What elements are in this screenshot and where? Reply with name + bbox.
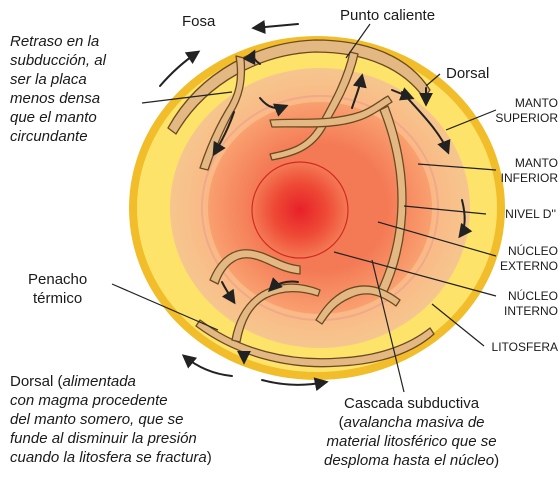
label-penacho: Penacho térmico bbox=[28, 270, 87, 308]
dorsal-bottom-l1a: Dorsal ( bbox=[10, 373, 63, 390]
manto-superior-line-1: MANTO bbox=[495, 96, 558, 111]
label-punto-caliente: Punto caliente bbox=[340, 6, 435, 25]
arrow-fosa bbox=[254, 24, 298, 28]
manto-inferior-line-2: INFERIOR bbox=[501, 171, 558, 186]
label-dorsal-bottom: Dorsal (alimentada con magma procedente … bbox=[10, 372, 212, 467]
label-fosa: Fosa bbox=[182, 12, 215, 31]
arrow-bottom-right bbox=[262, 380, 326, 385]
label-nucleo-externo: NÚCLEO EXTERNO bbox=[500, 244, 558, 274]
nucleo-externo-line-1: NÚCLEO bbox=[500, 244, 558, 259]
inner-core-layer bbox=[252, 162, 348, 258]
retraso-line-1: Retraso en la bbox=[10, 32, 150, 51]
dorsal-bottom-l5b: ) bbox=[207, 449, 212, 466]
manto-inferior-line-1: MANTO bbox=[501, 156, 558, 171]
label-dorsal-top: Dorsal bbox=[446, 64, 489, 83]
dorsal-bottom-l5a: cuando la litosfera se fractura bbox=[10, 449, 207, 466]
penacho-line-1: Penacho bbox=[28, 270, 87, 289]
retraso-line-2: subducción, al bbox=[10, 51, 150, 70]
retraso-line-4: menos densa bbox=[10, 89, 150, 108]
label-nucleo-interno: NÚCLEO INTERNO bbox=[504, 289, 558, 319]
label-manto-superior: MANTO SUPERIOR bbox=[495, 96, 558, 126]
manto-superior-line-2: SUPERIOR bbox=[495, 111, 558, 126]
retraso-line-6: circundante bbox=[10, 127, 150, 146]
dorsal-bottom-l3: del manto somero, que se bbox=[10, 410, 212, 429]
cascada-l3: material litosférico que se bbox=[324, 432, 499, 451]
label-retraso: Retraso en la subducción, al ser la plac… bbox=[10, 32, 150, 146]
dorsal-bottom-l2: con magma procedente bbox=[10, 391, 212, 410]
nucleo-interno-line-1: NÚCLEO bbox=[504, 289, 558, 304]
cascada-l4a: desploma hasta el núcleo bbox=[324, 452, 494, 469]
label-manto-inferior: MANTO INFERIOR bbox=[501, 156, 558, 186]
label-nivel-d: NIVEL D'' bbox=[505, 207, 556, 222]
penacho-line-2: térmico bbox=[28, 289, 87, 308]
cascada-l2b: avalancha masiva de bbox=[344, 414, 485, 431]
dorsal-bottom-l4: funde al disminuir la presión bbox=[10, 429, 212, 448]
dorsal-bottom-l1b: alimentada bbox=[63, 373, 136, 390]
nucleo-externo-line-2: EXTERNO bbox=[500, 259, 558, 274]
retraso-line-3: ser la placa bbox=[10, 70, 150, 89]
label-litosfera: LITOSFERA bbox=[492, 340, 558, 355]
earth-layers bbox=[129, 36, 505, 380]
label-cascada: Cascada subductiva (avalancha masiva de … bbox=[324, 394, 499, 470]
retraso-line-5: que el manto bbox=[10, 108, 150, 127]
cascada-l1: Cascada subductiva bbox=[324, 394, 499, 413]
nucleo-interno-line-2: INTERNO bbox=[504, 304, 558, 319]
cascada-l4b: ) bbox=[494, 452, 499, 469]
